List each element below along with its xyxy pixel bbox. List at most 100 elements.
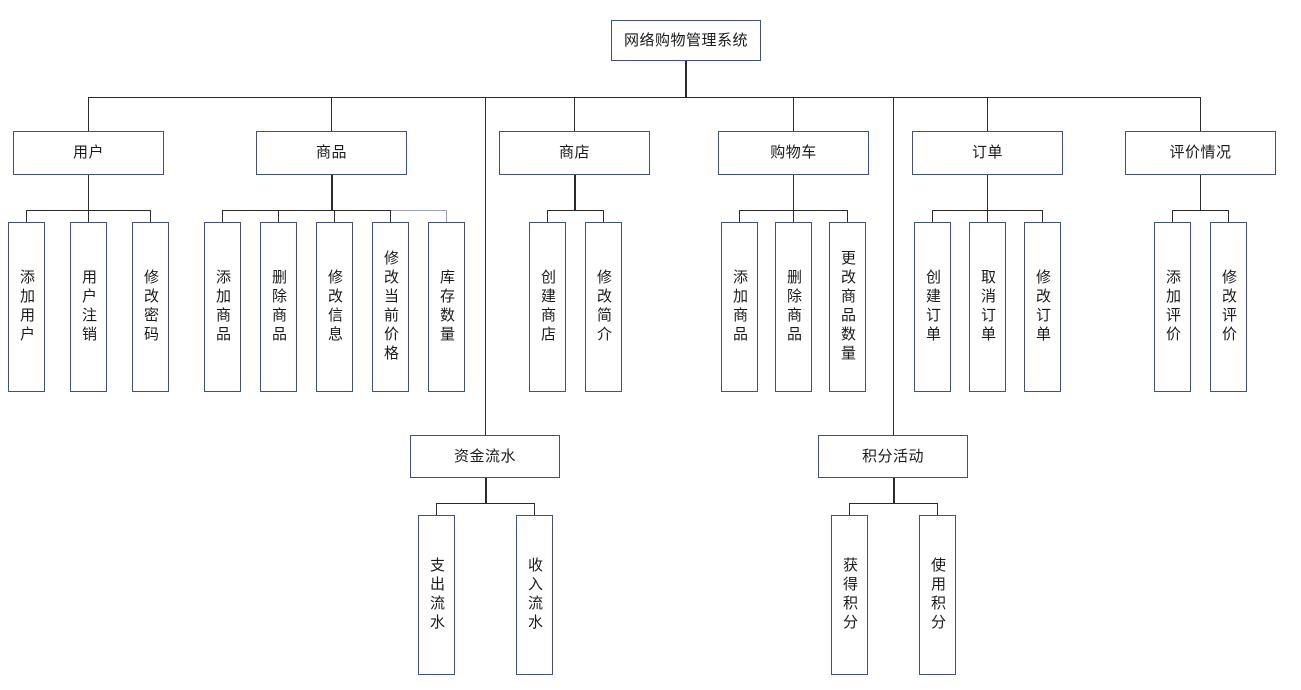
node-leaf-change-password[interactable]: 修改密码 <box>132 222 169 392</box>
connector-fund-flow-to-expense <box>436 503 437 515</box>
connector-product-to-stock-qty <box>446 210 447 222</box>
node-leaf-create-order[interactable]: 创建订单 <box>914 222 951 392</box>
connector-bus-to-product <box>331 97 332 131</box>
connector-product-to-delete-product <box>278 210 279 222</box>
connector-review-to-add-review <box>1172 210 1173 222</box>
node-leaf-edit-shop-intro[interactable]: 修改简介 <box>585 222 622 392</box>
connector-cart-stem <box>793 175 794 210</box>
node-leaf-cart-delete-product[interactable]: 删除商品 <box>775 222 812 392</box>
connector-cart-to-change-qty <box>847 210 848 222</box>
node-leaf-user-unregister[interactable]: 用户注销 <box>70 222 107 392</box>
node-branch-shop-label: 商店 <box>558 144 590 162</box>
connector-bus-to-points-activity <box>893 97 894 435</box>
node-leaf-edit-review[interactable]: 修改评价 <box>1210 222 1247 392</box>
node-leaf-cart-delete-product-label: 删除商品 <box>785 269 802 345</box>
node-leaf-stock-quantity[interactable]: 库存数量 <box>428 222 465 392</box>
connector-fund-flow-bus <box>436 503 534 504</box>
node-leaf-use-points[interactable]: 使用积分 <box>919 515 956 675</box>
node-leaf-create-shop-label: 创建商店 <box>539 269 556 345</box>
node-leaf-edit-product-info-label: 修改信息 <box>326 269 343 345</box>
node-leaf-cart-add-product-label: 添加商品 <box>731 269 748 345</box>
connector-points-activity-bus <box>849 503 937 504</box>
node-leaf-use-points-label: 使用积分 <box>929 557 946 633</box>
connector-review-bus <box>1172 210 1228 211</box>
node-leaf-add-user-label: 添加用户 <box>18 269 35 345</box>
node-leaf-add-product[interactable]: 添加商品 <box>204 222 241 392</box>
node-leaf-create-order-label: 创建订单 <box>924 269 941 345</box>
node-leaf-add-user[interactable]: 添加用户 <box>8 222 45 392</box>
node-leaf-cart-change-quantity[interactable]: 更改商品数量 <box>829 222 866 392</box>
node-branch-product[interactable]: 商品 <box>256 131 407 175</box>
connector-user-to-change-password <box>150 210 151 222</box>
node-leaf-earn-points-label: 获得积分 <box>841 557 858 633</box>
node-leaf-income-flow-label: 收入流水 <box>526 557 543 633</box>
connector-product-bus <box>222 210 390 211</box>
connector-shop-to-create-shop <box>547 210 548 222</box>
node-leaf-delete-product[interactable]: 删除商品 <box>260 222 297 392</box>
connector-fund-flow-to-income <box>534 503 535 515</box>
connector-user-stem <box>88 175 89 210</box>
connector-cart-to-add-item <box>739 210 740 222</box>
node-leaf-earn-points[interactable]: 获得积分 <box>831 515 868 675</box>
connector-shop-to-edit-intro <box>603 210 604 222</box>
connector-points-to-earn <box>849 503 850 515</box>
node-leaf-edit-current-price-label: 修改当前价格 <box>382 250 399 364</box>
connector-points-to-use <box>937 503 938 515</box>
node-subbranch-fund-flow[interactable]: 资金流水 <box>410 435 560 478</box>
connector-shop-stem <box>574 175 576 210</box>
node-leaf-edit-current-price[interactable]: 修改当前价格 <box>372 222 409 392</box>
node-branch-order-label: 订单 <box>971 144 1003 162</box>
connector-order-to-cancel-order <box>987 210 988 222</box>
node-leaf-cart-add-product[interactable]: 添加商品 <box>721 222 758 392</box>
node-leaf-stock-quantity-label: 库存数量 <box>438 269 455 345</box>
connector-product-stem <box>331 175 333 210</box>
node-subbranch-points-activity[interactable]: 积分活动 <box>818 435 968 478</box>
node-leaf-user-unregister-label: 用户注销 <box>80 269 97 345</box>
node-branch-cart-label: 购物车 <box>770 144 817 162</box>
connector-product-bus-faint <box>390 210 446 211</box>
node-leaf-cancel-order[interactable]: 取消订单 <box>969 222 1006 392</box>
node-branch-order[interactable]: 订单 <box>912 131 1063 175</box>
connector-bus-to-user <box>88 97 89 131</box>
node-leaf-edit-review-label: 修改评价 <box>1220 269 1237 345</box>
node-leaf-change-password-label: 修改密码 <box>142 269 159 345</box>
node-branch-review[interactable]: 评价情况 <box>1125 131 1276 175</box>
node-branch-shop[interactable]: 商店 <box>499 131 650 175</box>
connector-user-to-add-user <box>26 210 27 222</box>
node-subbranch-points-activity-label: 积分活动 <box>861 447 924 465</box>
node-leaf-income-flow[interactable]: 收入流水 <box>516 515 553 675</box>
node-leaf-add-product-label: 添加商品 <box>214 269 231 345</box>
connector-main-bus-right <box>685 97 1200 98</box>
connector-cart-to-remove-item <box>793 210 794 222</box>
node-leaf-edit-order[interactable]: 修改订单 <box>1024 222 1061 392</box>
connector-bus-to-fund-flow <box>485 97 486 435</box>
node-leaf-create-shop[interactable]: 创建商店 <box>529 222 566 392</box>
node-leaf-add-review[interactable]: 添加评价 <box>1154 222 1191 392</box>
connector-review-stem <box>1200 175 1201 210</box>
connector-product-to-edit-info <box>334 210 335 222</box>
connector-shop-bus <box>547 210 603 211</box>
connector-order-to-edit-order <box>1042 210 1043 222</box>
connector-order-to-create-order <box>932 210 933 222</box>
node-leaf-cancel-order-label: 取消订单 <box>979 269 996 345</box>
node-leaf-edit-product-info[interactable]: 修改信息 <box>316 222 353 392</box>
node-branch-cart[interactable]: 购物车 <box>718 131 869 175</box>
node-leaf-cart-change-quantity-label: 更改商品数量 <box>839 250 856 364</box>
connector-product-to-edit-price <box>390 210 391 222</box>
node-leaf-expense-flow[interactable]: 支出流水 <box>418 515 455 675</box>
connector-bus-to-review <box>1200 97 1201 131</box>
node-root[interactable]: 网络购物管理系统 <box>611 20 761 61</box>
connector-product-to-add-product <box>222 210 223 222</box>
node-leaf-delete-product-label: 删除商品 <box>270 269 287 345</box>
connector-points-activity-stem <box>893 478 895 503</box>
connector-main-bus-left <box>88 97 686 98</box>
connector-root-stem <box>685 61 687 98</box>
connector-bus-to-shop <box>574 97 575 131</box>
node-root-label: 网络购物管理系统 <box>623 31 748 49</box>
connector-bus-to-cart <box>793 97 794 131</box>
node-branch-user[interactable]: 用户 <box>13 131 164 175</box>
connector-bus-to-order <box>987 97 988 131</box>
node-subbranch-fund-flow-label: 资金流水 <box>453 447 516 465</box>
node-leaf-edit-shop-intro-label: 修改简介 <box>595 269 612 345</box>
